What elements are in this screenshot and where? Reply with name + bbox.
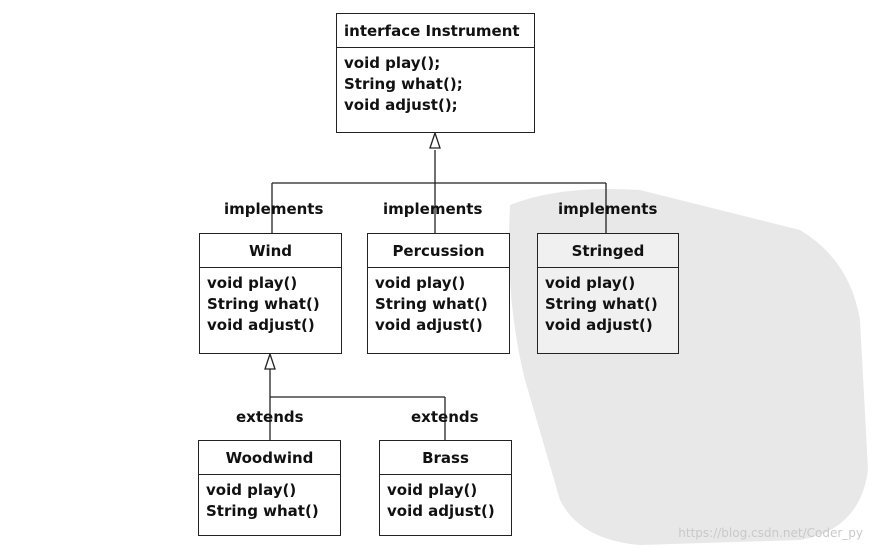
extends-arrowhead xyxy=(264,351,276,370)
class-methods: void play() String what() void adjust() xyxy=(368,268,509,336)
class-name: Stringed xyxy=(538,234,678,268)
class-percussion-box: Percussion void play() String what() voi… xyxy=(367,233,510,354)
method: String what() xyxy=(545,295,658,313)
method: void play() xyxy=(206,481,297,499)
class-methods: void play() String what() void adjust() xyxy=(200,268,341,336)
class-name: Wind xyxy=(200,234,341,268)
extends-label-woodwind: extends xyxy=(236,408,304,426)
method: void adjust() xyxy=(375,316,483,334)
implements-label-percussion: implements xyxy=(383,200,483,218)
class-stringed-box: Stringed void play() String what() void … xyxy=(537,233,679,354)
interface-title: interface Instrument xyxy=(337,14,534,48)
class-methods: void play() String what() xyxy=(199,475,340,522)
method: void adjust() xyxy=(545,316,653,334)
class-methods: void play() String what() void adjust() xyxy=(538,268,678,336)
class-brass-box: Brass void play() void adjust() xyxy=(379,440,512,536)
method: String what() xyxy=(207,295,320,313)
method: String what(); xyxy=(344,75,463,93)
implements-arrowhead xyxy=(429,130,441,149)
method: void adjust() xyxy=(387,502,495,520)
class-name: Brass xyxy=(380,441,511,475)
method: String what() xyxy=(206,502,319,520)
method: void play() xyxy=(375,274,466,292)
method: void play() xyxy=(545,274,636,292)
method: void play() xyxy=(207,274,298,292)
watermark-url: https://blog.csdn.net/Coder_py xyxy=(678,526,863,540)
class-name: Woodwind xyxy=(199,441,340,475)
method: void adjust(); xyxy=(344,96,458,114)
method: void play(); xyxy=(344,54,441,72)
class-methods: void play() void adjust() xyxy=(380,475,511,522)
implements-label-wind: implements xyxy=(224,200,324,218)
class-name: Percussion xyxy=(368,234,509,268)
interface-methods: void play(); String what(); void adjust(… xyxy=(337,48,534,116)
extends-label-brass: extends xyxy=(411,408,479,426)
class-woodwind-box: Woodwind void play() String what() xyxy=(198,440,341,536)
method: void adjust() xyxy=(207,316,315,334)
method: void play() xyxy=(387,481,478,499)
interface-instrument-box: interface Instrument void play(); String… xyxy=(336,13,535,133)
implements-label-stringed: implements xyxy=(558,200,658,218)
class-wind-box: Wind void play() String what() void adju… xyxy=(199,233,342,354)
method: String what() xyxy=(375,295,488,313)
